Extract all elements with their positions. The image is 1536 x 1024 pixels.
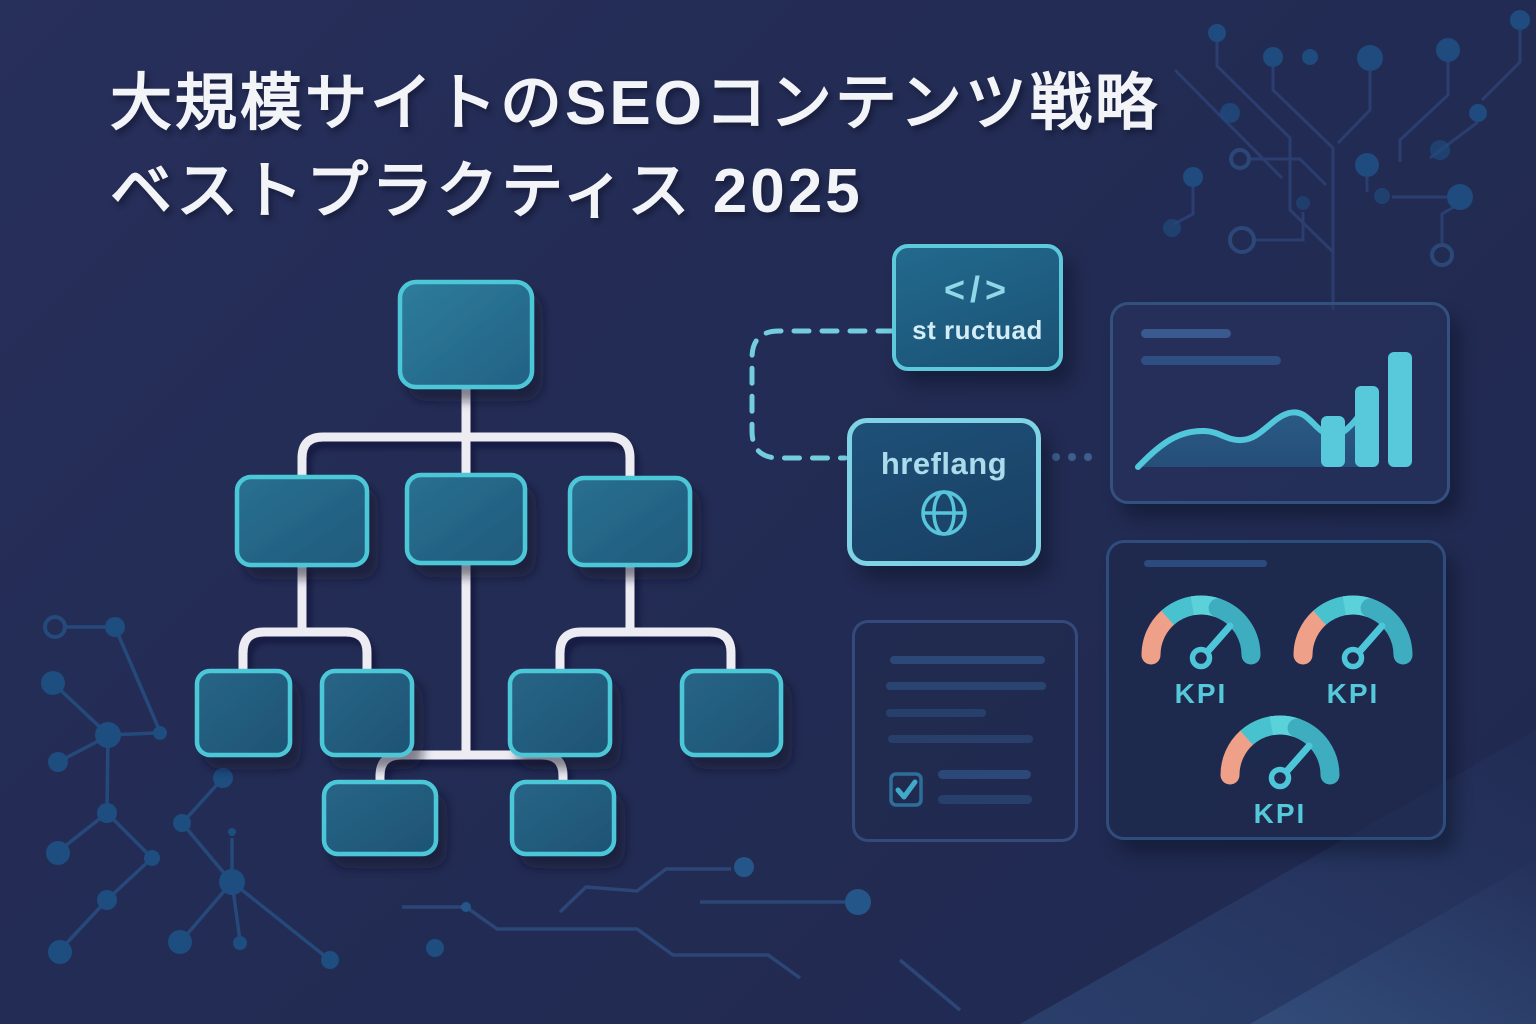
tree-connectors [238, 380, 736, 785]
tree-node-l3-c [507, 668, 613, 758]
structured-data-card: </> st ructuad [892, 244, 1063, 371]
kpi-gauge-2 [1303, 605, 1403, 666]
analytics-chart [1135, 329, 1412, 470]
circuit-pattern-top-right [1173, 28, 1522, 310]
hreflang-card: hreflang [847, 418, 1041, 566]
tree-node-l3-a [194, 668, 293, 758]
placeholder-text-line [1141, 329, 1231, 338]
globe-icon [921, 489, 967, 536]
tree-node-l3-b [319, 668, 415, 758]
kpi-label-1: KPI [1175, 678, 1228, 709]
page-title-line2: ベストプラクティス 2025 [110, 157, 863, 227]
area-chart-fill [1138, 407, 1364, 467]
kpi-gauge-1 [1151, 605, 1251, 666]
network-dots-bottom-left [41, 615, 339, 969]
page-title: 大規模サイトのSEOコンテンツ戦略 ベストプラクティス 2025 [110, 60, 1160, 236]
placeholder-text-line [938, 770, 1031, 779]
placeholder-text-line [886, 682, 1046, 690]
placeholder-text-line [890, 656, 1045, 664]
circuit-dots-bottom-center [426, 857, 871, 957]
placeholder-text-line [1144, 560, 1267, 567]
bar-chart-bars [1321, 352, 1412, 467]
tree-node-l2-mid [404, 472, 528, 566]
light-band [1250, 860, 1536, 1024]
tree-nodes [194, 279, 784, 857]
line-chart-stroke [1135, 404, 1367, 470]
kpi-gauge-3 [1230, 725, 1330, 786]
page-title-line1: 大規模サイトのSEOコンテンツ戦略 [110, 69, 1160, 138]
tree-node-l2-left [234, 474, 370, 568]
tree-node-l4-b [509, 779, 617, 857]
hreflang-label: hreflang [880, 445, 1008, 481]
code-icon: </> [943, 269, 1012, 310]
placeholder-text-line [1141, 356, 1281, 365]
checklist-card [852, 620, 1078, 842]
placeholder-text-line [888, 735, 1033, 743]
checkbox-checked-icon [889, 772, 923, 807]
placeholder-text-line [938, 795, 1032, 804]
dashed-connector [749, 328, 896, 461]
circuit-dots-top-right [1163, 10, 1530, 267]
kpi-label-3: KPI [1254, 798, 1307, 829]
analytics-chart-card [1110, 302, 1450, 504]
kpi-gauges: KPI KPI KPI [1109, 560, 1443, 829]
dotted-connector [1052, 453, 1092, 461]
tree-node-root [397, 279, 535, 390]
placeholder-text-line [886, 709, 986, 717]
kpi-label-2: KPI [1327, 678, 1380, 709]
tree-node-l3-d [679, 668, 784, 758]
tree-node-l2-right [567, 475, 693, 568]
kpi-dashboard-card: KPI KPI KPI [1106, 540, 1446, 840]
tree-node-l4-a [321, 779, 439, 857]
structured-data-label: st ructuad [912, 315, 1043, 345]
